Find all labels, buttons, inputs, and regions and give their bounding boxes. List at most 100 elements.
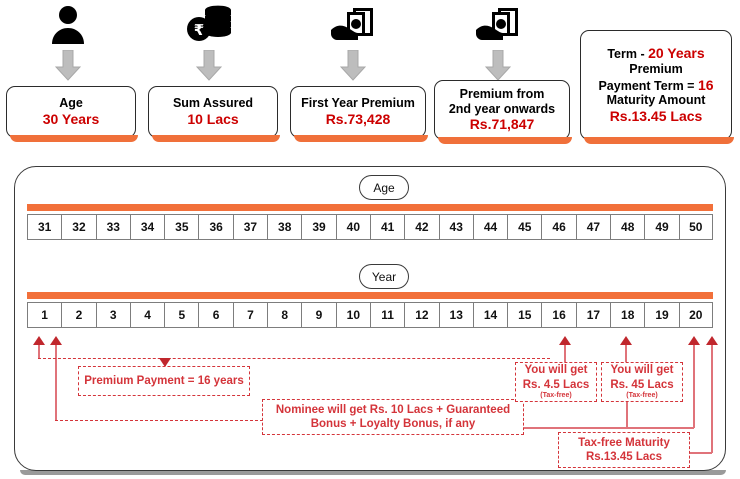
year-cell: 3 xyxy=(95,302,130,328)
age-cell: 32 xyxy=(61,214,96,240)
card-shadow xyxy=(438,137,572,144)
summary-premium-word: Premium xyxy=(629,61,683,76)
year-cell: 16 xyxy=(541,302,576,328)
year-cell: 4 xyxy=(129,302,165,328)
age-cell: 48 xyxy=(610,214,645,240)
age-cell: 46 xyxy=(541,214,576,240)
card-shadow xyxy=(10,135,138,142)
year-cell: 8 xyxy=(267,302,302,328)
card-term-summary: Term - 20 Years Premium Payment Term = 1… xyxy=(580,30,734,144)
age-cell: 42 xyxy=(404,214,439,240)
callout-premium-payment-text: Premium Payment = 16 years xyxy=(84,374,244,387)
summary-term-row: Term - 20 Years xyxy=(607,45,704,62)
arrow-down-icon xyxy=(339,49,367,81)
year-pill-label: Year xyxy=(371,269,397,284)
summary-maturity-label: Maturity Amount xyxy=(606,93,706,108)
callout-payout-year16-line2: Rs. 4.5 Lacs xyxy=(522,378,590,391)
year-cell: 13 xyxy=(438,302,473,328)
connector-line-year20-b xyxy=(711,345,713,453)
connector-line-year20-a xyxy=(693,345,695,428)
card-renewal-premium-value: Rs.71,847 xyxy=(469,116,535,133)
card-age: Age 30 Years xyxy=(6,86,138,142)
year-cell: 7 xyxy=(232,302,268,328)
hand-cash-icon xyxy=(470,2,530,48)
year-row-orange-bar xyxy=(27,292,713,299)
connector-line-year1-b xyxy=(55,345,57,420)
summary-payment-term-value: 16 xyxy=(697,76,714,93)
card-first-year-premium: First Year Premium Rs.73,428 xyxy=(290,86,428,142)
callout-nominee: Nominee will get Rs. 10 Lacs + Guarantee… xyxy=(262,399,524,435)
year-cell: 20 xyxy=(678,302,713,328)
callout-payout-year18-line2: Rs. 45 Lacs xyxy=(610,378,674,391)
person-icon xyxy=(38,2,98,48)
year-cell: 19 xyxy=(644,302,679,328)
age-cell: 44 xyxy=(472,214,508,240)
year-cell: 5 xyxy=(164,302,199,328)
callout-premium-payment: Premium Payment = 16 years xyxy=(78,366,250,396)
callout-payout-year16-note: (Tax-free) xyxy=(540,392,572,399)
year-cell: 11 xyxy=(369,302,405,328)
age-cell: 34 xyxy=(129,214,165,240)
connector-line-year1-a xyxy=(38,345,40,358)
summary-term-value: 20 Years xyxy=(648,45,705,62)
card-shadow xyxy=(584,137,734,144)
age-cell: 38 xyxy=(267,214,302,240)
connector-arrow-year16 xyxy=(559,336,571,345)
card-renewal-premium: Premium from 2nd year onwards Rs.71,847 xyxy=(434,80,572,144)
age-cell: 41 xyxy=(369,214,405,240)
year-cell: 18 xyxy=(610,302,645,328)
year-cell: 14 xyxy=(472,302,508,328)
age-pill-label: Age xyxy=(373,180,395,195)
connector-dash-premium-span xyxy=(38,358,550,359)
arrow-down-icon xyxy=(195,49,223,81)
age-cell: 36 xyxy=(198,214,233,240)
callout-payout-year18-line1: You will get xyxy=(610,364,674,377)
age-cell: 35 xyxy=(164,214,199,240)
year-cell: 17 xyxy=(575,302,611,328)
age-cell: 40 xyxy=(335,214,370,240)
svg-text:₹: ₹ xyxy=(194,21,204,39)
summary-payment-term-label: Payment Term = xyxy=(598,78,698,93)
card-first-year-premium-value: Rs.73,428 xyxy=(325,111,391,128)
summary-payment-term-row: Payment Term = 16 xyxy=(598,77,713,94)
connector-arrow-year20-b xyxy=(706,336,718,345)
hand-cash-icon xyxy=(325,2,385,48)
summary-maturity-value: Rs.13.45 Lacs xyxy=(609,108,703,125)
card-sum-assured: Sum Assured 10 Lacs xyxy=(148,86,280,142)
connector-line-year18 xyxy=(625,345,627,367)
rupee-coins-icon: ₹ xyxy=(180,2,240,48)
year-cell: 6 xyxy=(198,302,233,328)
card-age-value: 30 Years xyxy=(42,111,100,128)
age-cell: 33 xyxy=(95,214,130,240)
arrow-down-icon xyxy=(484,49,512,81)
year-cell: 12 xyxy=(404,302,439,328)
callout-maturity-line2: Rs.13.45 Lacs xyxy=(585,451,663,463)
year-cell: 10 xyxy=(335,302,370,328)
card-renewal-premium-label-1: Premium from xyxy=(459,86,545,101)
summary-term-label: Term - xyxy=(607,47,649,62)
card-renewal-premium-label-2: 2nd year onwards xyxy=(448,101,556,116)
age-cell: 31 xyxy=(27,214,62,240)
age-cell: 43 xyxy=(438,214,473,240)
connector-arrow-year20-a xyxy=(688,336,700,345)
callout-payout-year18: You will get Rs. 45 Lacs (Tax-free) xyxy=(601,362,683,402)
callout-maturity: Tax-free Maturity Rs.13.45 Lacs xyxy=(558,432,690,468)
card-shadow xyxy=(294,135,428,142)
year-cell: 1 xyxy=(27,302,62,328)
callout-nominee-line2: Bonus + Loyalty Bonus, if any xyxy=(310,418,476,430)
age-cell: 37 xyxy=(232,214,268,240)
callout-maturity-line1: Tax-free Maturity xyxy=(578,436,670,449)
age-cell: 47 xyxy=(575,214,611,240)
panel-shadow xyxy=(20,470,726,475)
age-cell: 49 xyxy=(644,214,679,240)
year-pill: Year xyxy=(359,264,409,289)
connector-dash-nominee xyxy=(55,420,263,421)
connector-line-payout18-drop xyxy=(626,402,628,428)
callout-payout-year16: You will get Rs. 4.5 Lacs (Tax-free) xyxy=(515,362,597,402)
age-row-orange-bar xyxy=(27,204,713,211)
card-age-label: Age xyxy=(59,96,83,111)
arrow-down-icon xyxy=(54,49,82,81)
connector-line-year16 xyxy=(564,345,566,367)
